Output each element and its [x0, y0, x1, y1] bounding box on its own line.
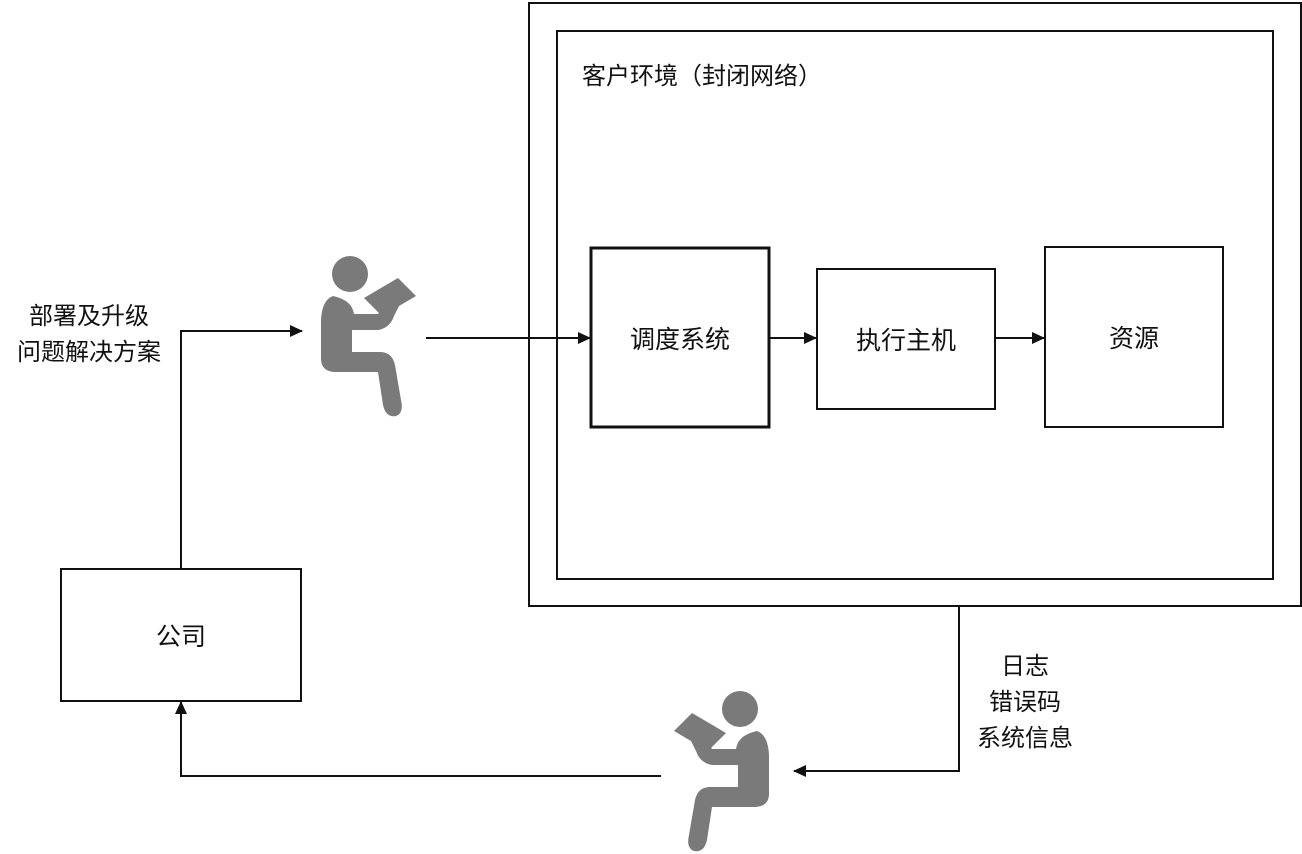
scheduler-label: 调度系统 [629, 324, 730, 354]
feedback-label-line1: 日志 [1001, 652, 1049, 680]
feedback-label-line2: 错误码 [989, 688, 1061, 716]
env-title: 客户环境（封闭网络） [582, 62, 822, 90]
arrow-env-to-person [793, 607, 960, 777]
person-reading-icon [674, 691, 769, 852]
company-box [60, 568, 302, 702]
resource-box [1044, 246, 1224, 428]
deploy-label-line2: 问题解决方案 [17, 338, 161, 366]
deploy-label-line1: 部署及升级 [29, 302, 149, 330]
feedback-label: 日志 错误码 系统信息 [960, 648, 1090, 756]
feedback-label-line3: 系统信息 [977, 724, 1073, 752]
person-reading-icon [321, 256, 416, 417]
env-inner-frame [556, 30, 1274, 580]
deploy-label: 部署及升级 问题解决方案 [0, 298, 178, 370]
arrow-company-to-person [180, 325, 303, 568]
arrow-person-to-company [175, 701, 661, 777]
scheduler-box [589, 246, 771, 429]
executor-label: 执行主机 [855, 326, 956, 355]
env-outer-frame [528, 2, 1302, 607]
company-label: 公司 [155, 622, 206, 651]
executor-box [816, 268, 996, 410]
resource-label: 资源 [1108, 324, 1159, 353]
